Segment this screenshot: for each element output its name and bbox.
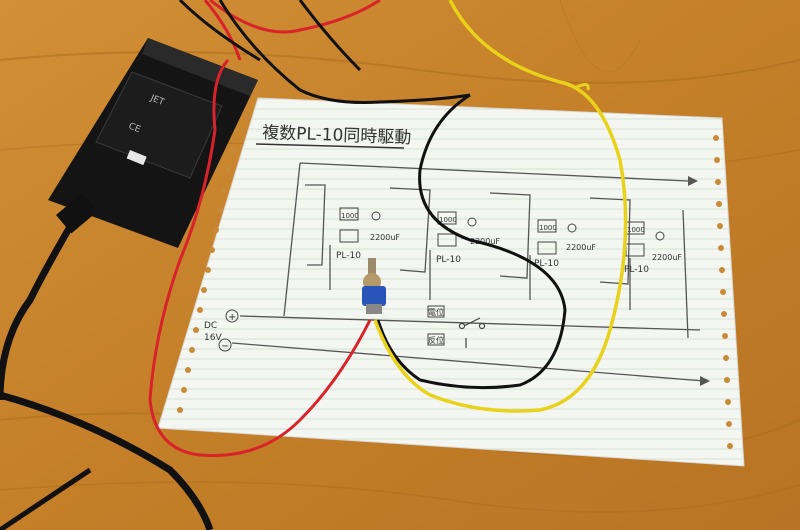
yellow-wire-end: [574, 83, 590, 91]
ac-power-cord: [0, 193, 214, 530]
module-3: 1000 2200uF PL-10: [534, 219, 596, 269]
switch-symbol: [458, 317, 486, 348]
plus-symbol: +: [228, 312, 236, 323]
supply-voltage: 16V: [204, 333, 222, 343]
plus-terminal-symbol: [225, 309, 239, 323]
perforation-holes-right: [713, 135, 733, 449]
yellow-wire: [373, 0, 628, 413]
module-label: PL-10: [436, 255, 461, 265]
switch-top-label: 電位: [428, 307, 444, 317]
module-cap-label: 2200uF: [652, 253, 682, 262]
schematic-paper: 複数PL-10同時駆動 1000 2200uF PL-1: [157, 97, 745, 467]
minus-terminal-symbol: [218, 338, 232, 352]
module-label: PL-10: [534, 259, 559, 269]
perforation-holes-left: [177, 127, 239, 413]
module-part-label: 1000: [539, 224, 557, 232]
title-underline: [255, 143, 405, 149]
red-wire: [148, 0, 381, 458]
module-cap-label: 2200uF: [566, 243, 596, 252]
arrow-bottom: [700, 376, 710, 386]
module-label: PL-10: [336, 251, 361, 261]
black-wire: [218, 0, 567, 390]
module-cap-label: 2200uF: [370, 233, 400, 242]
module-1: 1000 2200uF PL-10: [336, 207, 400, 261]
module-cap-label: 2200uF: [470, 237, 500, 246]
black-wire-top: [178, 0, 362, 72]
module-2: 1000 2200uF PL-10: [436, 211, 500, 265]
toggle-switch: [362, 258, 386, 314]
switch-bottom-label: 反位: [428, 335, 444, 345]
supply-label: DC: [204, 321, 217, 331]
minus-symbol: −: [221, 341, 229, 352]
adapter-ce-mark: CE: [127, 122, 142, 136]
power-adapter: JET CE: [48, 38, 258, 248]
arrow-top: [688, 176, 698, 186]
module-label: PL-10: [624, 265, 649, 275]
module-part-label: 1000: [439, 216, 457, 224]
module-part-label: 1000: [341, 212, 359, 220]
module-part-label: 1000: [627, 226, 645, 234]
